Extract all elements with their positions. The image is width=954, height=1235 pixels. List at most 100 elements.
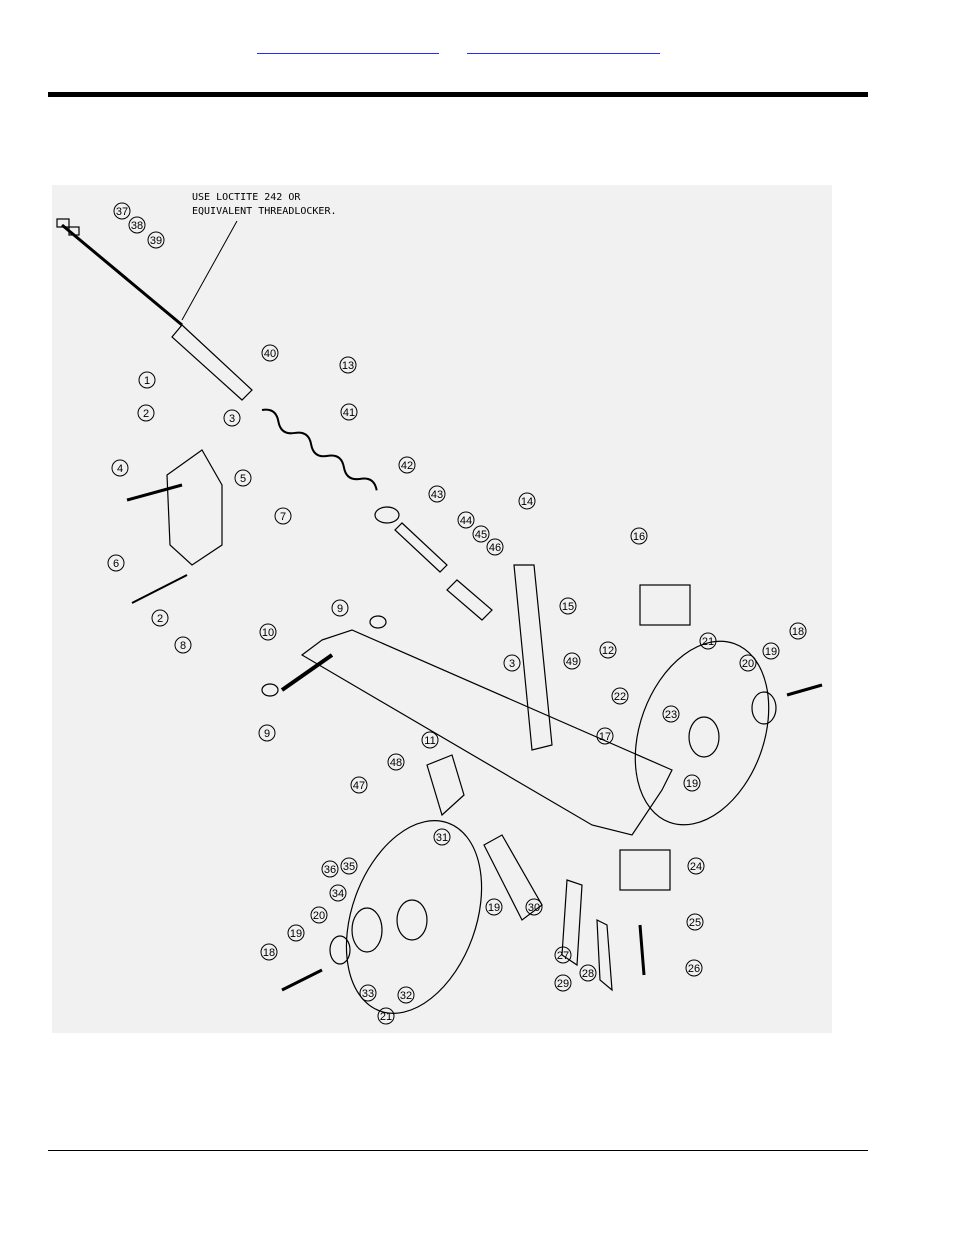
callout-label: 20: [742, 658, 754, 670]
callout-label: 22: [614, 691, 626, 703]
callout: 25: [687, 914, 703, 930]
callout-label: 3: [229, 413, 235, 425]
callout: 23: [663, 706, 679, 722]
callout: 39: [148, 232, 164, 248]
callout-label: 36: [324, 864, 336, 876]
callout: 15: [560, 598, 576, 614]
blade-28: [597, 920, 612, 990]
main-arm: [302, 630, 672, 835]
callout: 3: [224, 410, 240, 426]
callout-label: 39: [150, 235, 162, 247]
callout: 2: [152, 610, 168, 626]
part-outlines: [57, 219, 822, 1032]
bolt-18-right: [787, 685, 822, 695]
callout-label: 33: [362, 988, 374, 1000]
callout: 37: [114, 203, 130, 219]
callout: 43: [429, 486, 445, 502]
callout: 38: [129, 217, 145, 233]
callout-label: 9: [264, 728, 270, 740]
callout-label: 46: [489, 542, 501, 554]
hub-right: [689, 717, 719, 757]
callout: 13: [340, 357, 356, 373]
spring-41: [259, 406, 379, 494]
bushing-9b: [370, 616, 386, 628]
callout: 31: [434, 829, 450, 845]
bracket-5: [167, 450, 222, 565]
callout-label: 40: [264, 348, 276, 360]
callout-label: 19: [765, 646, 777, 658]
block-16: [640, 585, 690, 625]
callout-label: 32: [400, 990, 412, 1002]
parts-diagram: USE LOCTITE 242 OR EQUIVALENT THREADLOCK…: [52, 185, 832, 1033]
header-link-2[interactable]: [467, 39, 660, 54]
callout-label: 13: [342, 360, 354, 372]
callout: 9: [332, 600, 348, 616]
callout-label: 28: [582, 968, 594, 980]
callout: 27: [555, 947, 571, 963]
callout-label: 42: [401, 460, 413, 472]
block-24: [620, 850, 670, 890]
callout-label: 11: [424, 735, 435, 747]
callout: 33: [360, 985, 376, 1001]
hub-left: [397, 900, 427, 940]
callout-label: 4: [117, 463, 123, 475]
callout-label: 20: [313, 910, 325, 922]
callout-label: 12: [602, 645, 614, 657]
callout-label: 8: [180, 640, 186, 652]
seed-tube-15: [514, 565, 552, 750]
callout-label: 26: [688, 963, 700, 975]
callout: 19: [763, 643, 779, 659]
callout: 40: [262, 345, 278, 361]
callout-label: 19: [686, 778, 698, 790]
callout: 1: [139, 372, 155, 388]
callout: 47: [351, 777, 367, 793]
callout-label: 48: [390, 757, 402, 769]
callout: 46: [487, 539, 503, 555]
callout-label: 14: [521, 496, 533, 508]
callout-label: 43: [431, 489, 443, 501]
callout-label: 34: [332, 888, 344, 900]
callout-label: 23: [665, 709, 677, 721]
callout: 18: [261, 944, 277, 960]
callout: 44: [458, 512, 474, 528]
washer-42: [375, 507, 399, 523]
callout: 17: [597, 728, 613, 744]
callout-label: 49: [566, 656, 578, 668]
callout: 2: [138, 405, 154, 421]
callout: 21: [378, 1008, 394, 1024]
callout-label: 15: [562, 601, 574, 613]
pin-10: [282, 655, 332, 690]
footer-rule: [48, 1150, 868, 1151]
callout-label: 1: [144, 375, 150, 387]
callout: 35: [341, 858, 357, 874]
callout: 16: [631, 528, 647, 544]
callout-label: 18: [792, 626, 804, 638]
callout-label: 29: [557, 978, 569, 990]
callout: 36: [322, 861, 338, 877]
callout-label: 16: [633, 531, 645, 543]
callout-label: 41: [343, 407, 355, 419]
bracket-48: [427, 755, 464, 815]
header-link-1[interactable]: [257, 39, 439, 54]
callout: 11: [422, 732, 438, 748]
note-leader: [182, 221, 237, 320]
callout: 7: [275, 508, 291, 524]
callout: 30: [526, 899, 542, 915]
callout: 5: [235, 470, 251, 486]
bolt-6: [132, 575, 187, 603]
hub-34: [352, 908, 382, 952]
bushing-9: [262, 684, 278, 696]
callout: 21: [700, 633, 716, 649]
bearing-20-left: [330, 936, 350, 964]
callout-label: 5: [240, 473, 246, 485]
callout: 49: [564, 653, 580, 669]
callout: 41: [341, 404, 357, 420]
pin-4: [127, 485, 182, 500]
callout-label: 24: [690, 861, 702, 873]
callout-label: 25: [689, 917, 701, 929]
callout: 24: [688, 858, 704, 874]
callout: 34: [330, 885, 346, 901]
callout: 4: [112, 460, 128, 476]
callout-label: 19: [290, 928, 302, 940]
callout: 45: [473, 526, 489, 542]
